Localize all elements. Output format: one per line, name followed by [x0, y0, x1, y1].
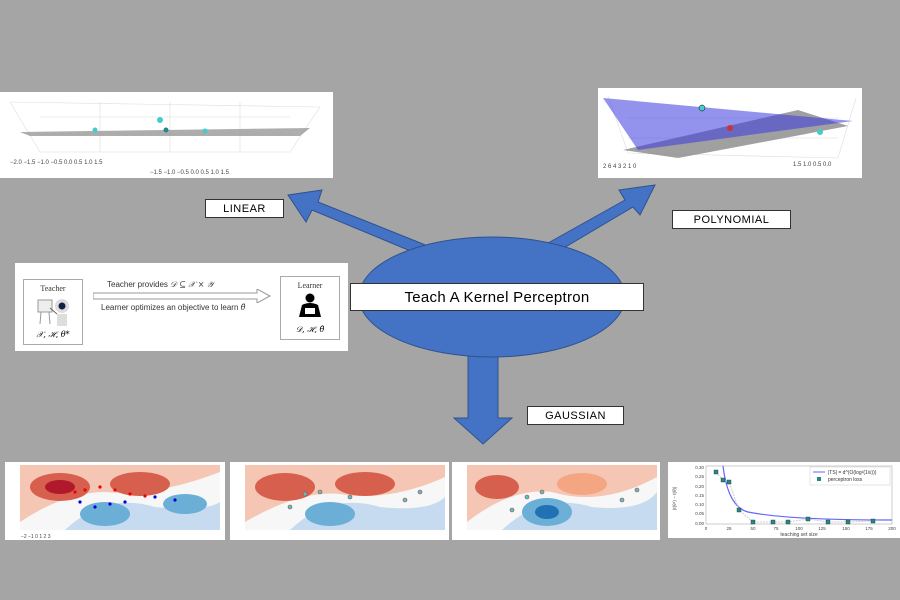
xtick: 200	[888, 526, 896, 531]
xtick: 125	[818, 526, 826, 531]
robot-teacher-icon	[37, 299, 69, 326]
ytick: 0.20	[695, 484, 704, 489]
teacher-math: 𝒳, ℋ, θ*	[36, 330, 70, 339]
teacher-box: Teacher 𝒳, ℋ, θ*	[23, 279, 83, 345]
polynomial-3d-plot: 2 6 4 3 2 1 0 1.5 1.0 0.5 0.0	[598, 88, 862, 178]
svg-text:−2.0 −1.5 −1.0 −0.5 0.0 0.5 1.: −2.0 −1.5 −1.0 −0.5 0.0 0.5 1.0 1.5	[10, 160, 103, 166]
ytick: 0.10	[695, 502, 704, 507]
teaching-diagram: Teacher 𝒳, ℋ, θ* Teacher provides 𝒟 ⊆ 𝒳 …	[15, 263, 348, 351]
legend-perceptron: perceptron loss	[828, 477, 863, 483]
learner-box: Learner 𝒟, ℋ, θ̂	[280, 276, 340, 340]
arrow-to-gaussian	[452, 354, 514, 445]
optimizes-text: Learner optimizes an objective to learn …	[101, 303, 245, 312]
right-arrow-icon	[93, 289, 272, 303]
xtick: 75	[773, 526, 779, 531]
learner-title: Learner	[297, 281, 323, 290]
svg-text:2 6 4 3 2 1 0: 2 6 4 3 2 1 0	[603, 164, 637, 170]
x-axis-label: teaching set size	[780, 532, 817, 538]
linear-3d-plot: −2.0 −1.5 −1.0 −0.5 0.0 0.5 1.0 1.5 −1.5…	[0, 92, 333, 178]
ytick: 0.05	[695, 511, 704, 516]
center-title: Teach A Kernel Perceptron	[350, 283, 644, 311]
gaussian-plot-2	[230, 462, 449, 540]
svg-text:1.5 1.0 0.5 0.0: 1.5 1.0 0.5 0.0	[793, 162, 832, 168]
xtick: 150	[842, 526, 850, 531]
provides-text: Teacher provides 𝒟 ⊆ 𝒳 × 𝒴	[107, 280, 213, 290]
polynomial-label: POLYNOMIAL	[672, 210, 791, 229]
xtick: 50	[750, 526, 756, 531]
arrow-to-linear	[287, 189, 444, 263]
xtick: 100	[795, 526, 803, 531]
xtick: 25	[726, 526, 732, 531]
loss-plot: |TS| = d^(O(log²(1/ε))) perceptron loss …	[668, 462, 900, 538]
gaussian-plot-1: −2 −1 0 1 2 3	[5, 462, 225, 540]
teacher-title: Teacher	[40, 284, 66, 293]
gaussian-label: GAUSSIAN	[527, 406, 624, 425]
learner-math: 𝒟, ℋ, θ̂	[295, 325, 325, 334]
xtick: 175	[865, 526, 873, 531]
ytick: 0.00	[695, 521, 704, 526]
reader-icon	[299, 293, 321, 317]
svg-text:−1.5 −1.0 −0.5 0.0 0.5 1.0 1.5: −1.5 −1.0 −0.5 0.0 0.5 1.0 1.5	[150, 170, 230, 176]
gaussian-plot-3	[452, 462, 660, 540]
y-axis-label: |ℓ(θ*) − ℓ(θ̂)|	[672, 487, 677, 510]
ytick: 0.15	[695, 493, 704, 498]
svg-text:−2 −1 0 1 2: −2 −1 0 1 2 3	[21, 534, 51, 540]
ytick: 0.30	[695, 465, 704, 470]
optimizes-label: Learner optimizes an objective to learn	[101, 303, 239, 312]
ytick: 0.25	[695, 474, 704, 479]
provides-label: Teacher provides	[107, 280, 168, 289]
provides-math: 𝒟 ⊆ 𝒳 × 𝒴	[170, 280, 214, 289]
legend-ts: |TS| = d^(O(log²(1/ε)))	[828, 470, 877, 476]
optimizes-math: θ̂	[240, 303, 246, 312]
linear-label: LINEAR	[205, 199, 284, 218]
xtick: 0	[705, 526, 708, 531]
